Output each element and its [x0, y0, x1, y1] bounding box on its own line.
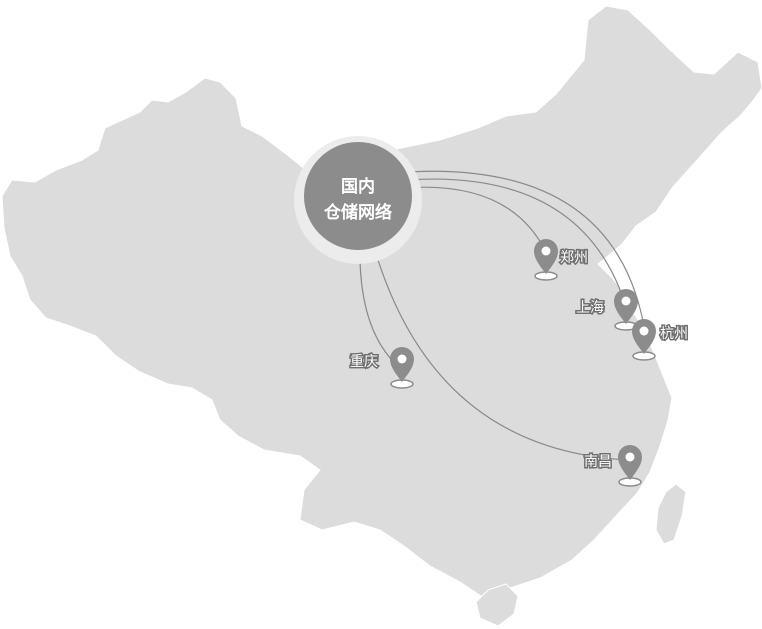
city-label-zhengzhou: 郑州 — [560, 250, 588, 266]
hub-label-line2: 仓储网络 — [323, 202, 392, 223]
map-pin-icon — [534, 239, 558, 274]
route-to-zhengzhou — [403, 186, 547, 253]
city-pin-nanchang[interactable] — [618, 445, 642, 487]
pin-dot — [621, 296, 631, 306]
route-to-nanchang — [377, 259, 629, 461]
city-pin-hangzhou[interactable] — [632, 319, 656, 361]
city-pin-chongqing[interactable] — [390, 347, 414, 389]
china-mainland-shape — [1, 5, 762, 599]
city-label-nanchang: 南昌 — [584, 454, 612, 470]
map-pin-icon — [614, 289, 638, 324]
hub-label-line1: 国内 — [341, 176, 375, 197]
taiwan-shape — [655, 483, 687, 545]
pin-dot — [397, 354, 407, 364]
hub-node[interactable]: 国内 仓储网络 — [294, 136, 422, 264]
map-pin-icon — [618, 445, 642, 480]
pin-dot — [625, 452, 635, 462]
pin-dot — [639, 326, 649, 336]
hainan-shape — [475, 583, 519, 627]
city-label-hangzhou: 杭州 — [660, 326, 688, 342]
city-pin-zhengzhou[interactable] — [534, 239, 558, 281]
map-pin-icon — [390, 347, 414, 382]
city-label-chongqing: 重庆 — [350, 354, 378, 370]
route-to-shanghai — [405, 178, 628, 311]
hub-circle — [304, 142, 412, 250]
pin-dot — [541, 246, 551, 256]
city-label-shanghai: 上海 — [576, 300, 604, 316]
city-pin-shanghai[interactable] — [614, 289, 638, 331]
map-pin-icon — [632, 319, 656, 354]
